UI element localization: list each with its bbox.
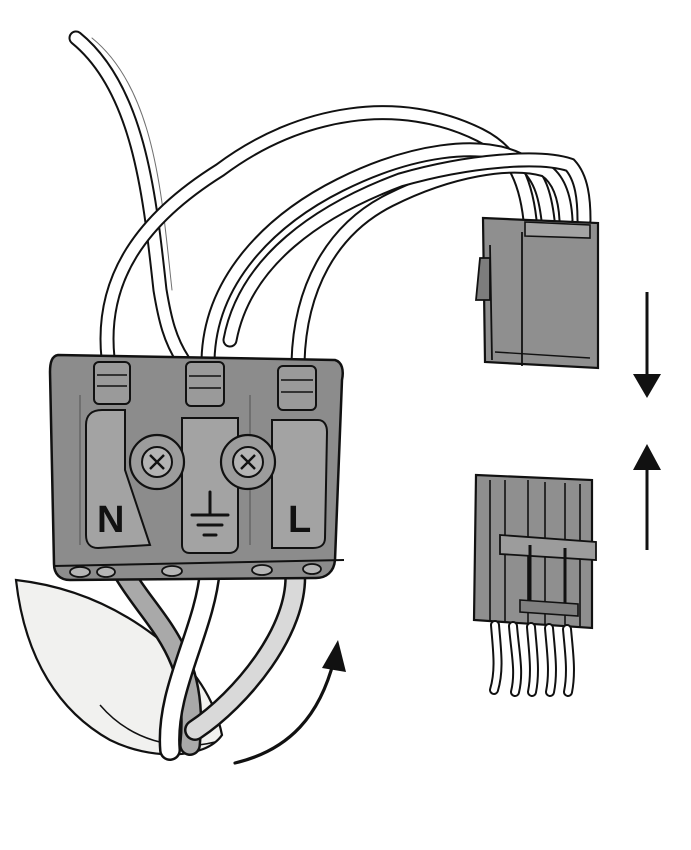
connector-lower <box>472 473 597 630</box>
curved-arrow-icon <box>233 640 346 765</box>
wire-top-left <box>68 30 191 368</box>
terminal-label-live: L <box>288 499 311 541</box>
arrow-up-icon <box>633 444 661 550</box>
screw-right <box>219 433 277 491</box>
terminal-panel-earth <box>181 417 239 554</box>
screw-left <box>128 433 186 491</box>
terminal-block: N L <box>48 353 345 582</box>
wire-clamp-left <box>93 361 131 405</box>
wire-clamp-right <box>277 365 317 411</box>
earth-ground-symbol <box>190 490 230 537</box>
terminal-panel-live <box>271 419 329 549</box>
wire-clamp-middle <box>185 361 225 407</box>
terminal-panel-neutral <box>85 409 152 550</box>
wires-to-connector <box>99 105 592 370</box>
connector-upper <box>475 216 600 370</box>
mains-wires-bottom <box>111 559 307 761</box>
terminal-label-neutral: N <box>97 499 124 541</box>
terminal-block-holes <box>69 563 322 578</box>
arrow-down-icon <box>633 292 661 398</box>
wires-lower-connector <box>489 620 575 697</box>
